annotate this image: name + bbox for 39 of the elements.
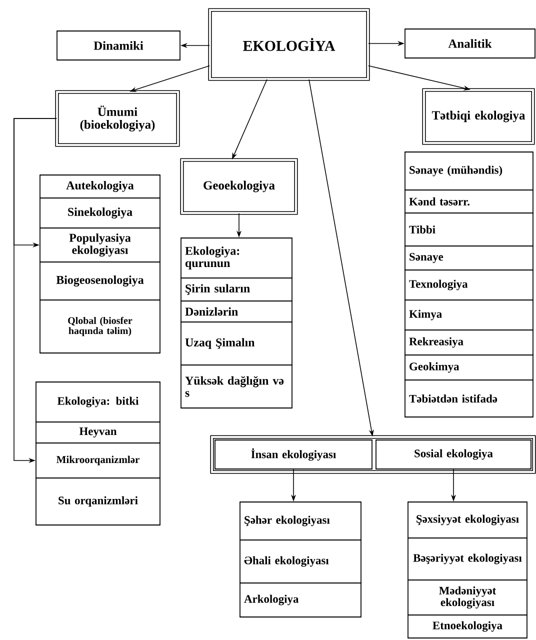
table-cell: Mədəniyyət ekologiyası (408, 580, 528, 616)
table-cell: Yüksək dağlığın və s (180, 364, 292, 408)
table-cell: Autekologiya (40, 174, 160, 198)
table-cell: Ekologiya: qurunun (180, 238, 292, 278)
table-cell: Şəxsiyyət ekologiyası (408, 502, 528, 538)
table-cell: Əhali ekologiyası (240, 540, 362, 584)
table-cell: Şirin suların (180, 278, 292, 302)
table-cell: Heyvan (36, 422, 160, 444)
category-box: Ümumi (bioekologiya) (55, 90, 180, 147)
table-cell: Ekologiya: bitki (36, 382, 160, 422)
table-cell: Rekreasiya (404, 330, 534, 356)
table-cell: Tibbi (404, 212, 534, 246)
table-cell: Analitik (404, 28, 536, 58)
category-box: Geoekologiya (180, 158, 298, 215)
table-cell: Sənaye (404, 246, 534, 270)
category-box: Tətbiqi ekologiya (422, 88, 535, 145)
table-cell: Qlobal (biosfer haqında təlim) (40, 300, 160, 354)
table-cell: Təbiətdən istifadə (404, 380, 534, 418)
table-cell: Biogeosenologiya (40, 262, 160, 300)
table-cell: Sinekologiya (40, 198, 160, 228)
band-box (210, 435, 536, 474)
table-cell: Populyasiya ekologiyası (40, 228, 160, 262)
table-cell: Dənizlərin (180, 300, 292, 322)
table-cell: Şəhər ekologiyası (240, 502, 362, 540)
table-cell: Uzaq Şimalın (180, 322, 292, 366)
table-cell: Mikroorqanizmlər (36, 442, 160, 478)
table-cell: Geokimya (404, 354, 534, 380)
table-cell: Etnoekologiya (408, 614, 528, 638)
table-cell: Bəşəriyyət ekologiyası (408, 538, 528, 580)
table-cell: Texnologiya (404, 270, 534, 300)
category-box: EKOLOGİYA (208, 8, 370, 81)
table-cell: Sənaye (mühəndis) (404, 152, 534, 190)
table-cell: Su orqanizmləri (36, 478, 160, 526)
table-cell: Kənd təsərr. (404, 190, 534, 214)
table-cell: İnsan ekologiyası (214, 440, 372, 470)
table-cell: Arkologiya (240, 582, 362, 618)
table-cell: Kimya (404, 300, 534, 330)
table-cell: Dinamiki (56, 30, 180, 60)
table-cell: Sosial ekologiya (376, 440, 532, 470)
